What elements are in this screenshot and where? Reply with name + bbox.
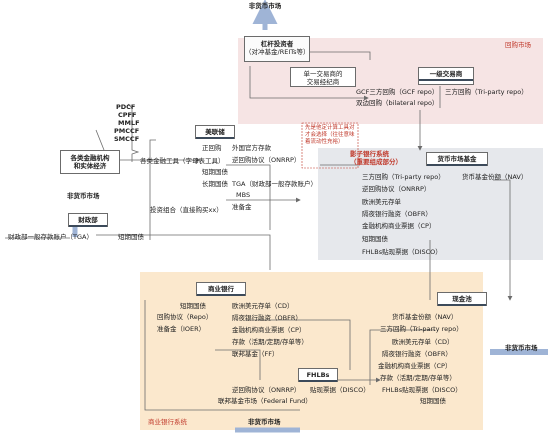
treasury-market-label: 非货币市场 bbox=[67, 192, 100, 200]
hedge-fund-title: 杠杆投资者 bbox=[260, 40, 294, 48]
commercial-bank-zone bbox=[140, 272, 483, 430]
cash-cp: 金融机构商业票据（CP） bbox=[378, 362, 452, 370]
shadow-bank-zone bbox=[318, 148, 543, 260]
mmf-triparty: 三方回购（Tri-party repo） bbox=[362, 173, 445, 181]
bank-obfr: 隔夜银行融资（OBFR） bbox=[232, 314, 302, 322]
fed-tool-5: SMCCF bbox=[114, 135, 140, 143]
cash-cd: 欧洲美元存单（CD） bbox=[392, 338, 454, 346]
fed-tbills: 短期国债 bbox=[202, 168, 228, 176]
cash-deposits: 存款（活期/定期/存单等） bbox=[380, 374, 456, 382]
bottom-market-label: 非货币市场 bbox=[248, 418, 281, 426]
hedge-fund-subtitle: （对冲基金/REITs等） bbox=[245, 48, 310, 56]
repo-market-label: 回购市场 bbox=[505, 41, 531, 49]
bank-cp: 金融机构商业票据（CP） bbox=[232, 326, 306, 334]
fed-tool-1: PDCF bbox=[116, 103, 136, 111]
fhlb-onrrp: 逆回购协议（ONRRP） bbox=[232, 386, 301, 394]
treasury-title: 财政部 bbox=[69, 214, 107, 227]
top-market-label: 非货币市场 bbox=[248, 2, 282, 10]
treasury-tga: 财政部一般存款账户（TGA） bbox=[8, 233, 93, 241]
fhlb-title: FHLBs bbox=[299, 369, 337, 382]
fed-reserves: 准备金 bbox=[232, 203, 252, 211]
commercial-bank-label: 商业银行系统 bbox=[148, 418, 187, 426]
fed-portfolio: 投资组合（直接购买xx） bbox=[150, 206, 223, 214]
mmf-nav: 货币基金份额（NAV） bbox=[462, 173, 528, 181]
cash-disco: FHLBs贴现票据（DISCO） bbox=[382, 386, 462, 394]
bank-ioer: 准备金（IOER） bbox=[157, 325, 206, 333]
cash-obfr: 隔夜银行融资（OBFR） bbox=[382, 350, 452, 358]
mmf-disco: FHLBs贴现票据（DISCO） bbox=[362, 248, 442, 256]
financial-institutions-box: 各类金融机构 和实体经济 bbox=[60, 150, 120, 174]
mmf-obfr: 隔夜银行融资（OBFR） bbox=[362, 210, 432, 218]
mmf-box: 货币市场基金 bbox=[426, 152, 488, 166]
cash-market-label: 非货币市场 bbox=[505, 344, 538, 352]
mmf-tbills: 短期国债 bbox=[362, 235, 388, 243]
fed-foreign-deposit: 外国官方存款 bbox=[232, 144, 271, 152]
bank-repo: 回购协议（Repo） bbox=[157, 313, 213, 321]
fed-tool-4: PMCCF bbox=[114, 127, 140, 135]
cash-pool-box: 现金池 bbox=[437, 292, 487, 306]
fed-mbs: MBS bbox=[236, 191, 251, 199]
fed-box: 美联储 bbox=[195, 125, 235, 139]
triparty-top-label: 三方回购（Tri-party repo） bbox=[445, 88, 528, 96]
mmf-cp: 金融机构商业票据（CP） bbox=[362, 222, 436, 230]
fhlb-box: FHLBs bbox=[298, 368, 338, 382]
mmf-onrrp: 逆回购协议（ONRRP） bbox=[362, 185, 431, 193]
bank-ff: 联邦基金（FF） bbox=[232, 350, 279, 358]
cash-tbills: 短期国债 bbox=[420, 397, 446, 405]
cash-nav: 货币基金份额（NAV） bbox=[392, 313, 458, 321]
fed-tool-3: MMLF bbox=[118, 119, 140, 127]
dotted-note: 先是他定计算工具对才会选择（往往意味着流动性充裕） bbox=[305, 125, 355, 145]
fed-reverse-repo: 正回购 bbox=[202, 144, 222, 152]
hedge-fund-box: 杠杆投资者 （对冲基金/REITs等） bbox=[244, 36, 310, 62]
dealer-box: 单一交易商的 交易经纪商 bbox=[290, 67, 356, 87]
mmf-title: 货币市场基金 bbox=[427, 153, 487, 166]
cash-pool-title: 现金池 bbox=[438, 293, 486, 306]
bilateral-repo-label: 双边回购（bilateral repo） bbox=[356, 99, 439, 107]
bank-tbills: 短期国债 bbox=[180, 302, 206, 310]
bank-cd: 欧洲美元存单（CD） bbox=[232, 302, 294, 310]
fed-long-treasury: 长期国债 bbox=[202, 180, 228, 188]
cash-triparty: 三方回购（Tri-party repo） bbox=[380, 325, 463, 333]
bank-title: 商业银行 bbox=[197, 283, 245, 296]
fed-tool-2: CPFF bbox=[118, 111, 137, 119]
trading-house-box: 一级交易商 bbox=[418, 67, 474, 85]
bank-box: 商业银行 bbox=[196, 282, 246, 296]
bank-fed-funds-market: 联邦基金市场（Federal Fund） bbox=[218, 397, 312, 405]
gcf-repo-label: GCF三方回购（GCF repo） bbox=[356, 88, 439, 96]
fed-tga: TGA（财政部一般存款账户） bbox=[232, 180, 317, 188]
treasury-box: 财政部 bbox=[68, 213, 108, 227]
trading-house-title: 一级交易商 bbox=[419, 68, 473, 81]
fed-onrrp: 逆回购协议（ONRRP） bbox=[232, 156, 301, 164]
fed-title: 美联储 bbox=[196, 126, 234, 139]
treasury-tbills: 短期国债 bbox=[118, 233, 144, 241]
shadow-bank-label: 影子银行系统 （重要组成部分） bbox=[350, 150, 402, 166]
bank-deposits: 存款（活期/定期/存单等） bbox=[232, 338, 308, 346]
fhlb-disco: 贴现票据（DISCO） bbox=[310, 386, 370, 394]
fed-tools-label: 各类金融工具（字母表工具） bbox=[140, 157, 225, 165]
mmf-eurodollar: 欧洲美元存单 bbox=[362, 198, 401, 206]
